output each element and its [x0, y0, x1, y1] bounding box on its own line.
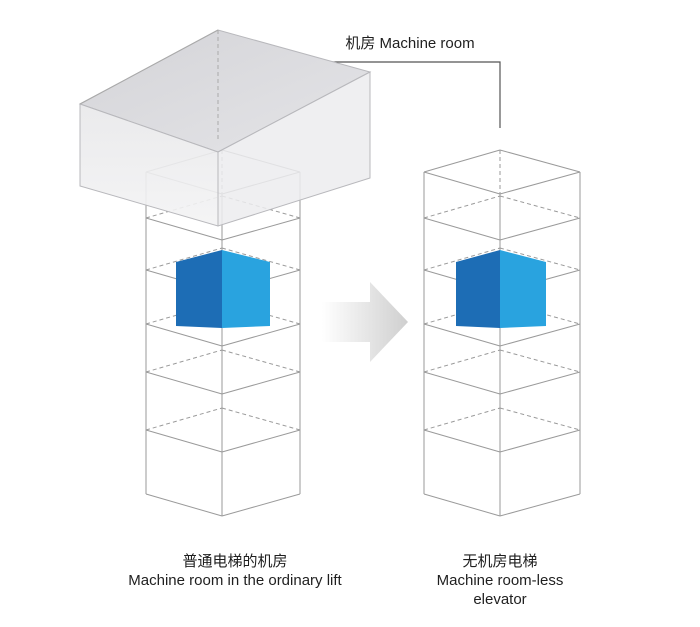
right-elevator-car — [456, 250, 546, 328]
left-caption-en: Machine room in the ordinary lift — [128, 572, 342, 589]
shaft-line — [499, 349, 581, 373]
shaft-line — [499, 195, 581, 219]
shaft-line — [499, 493, 581, 517]
shaft-line — [145, 429, 223, 453]
machine-room-label: 机房 Machine room — [345, 35, 475, 52]
right-caption-zh: 无机房电梯 — [462, 553, 538, 570]
left-elevator-car — [176, 250, 270, 328]
shaft-line — [423, 247, 501, 271]
shaft-line — [221, 371, 301, 395]
shaft-line — [423, 429, 501, 453]
shaft-line — [423, 149, 501, 173]
shaft-line — [145, 247, 223, 271]
shaft-line — [423, 349, 501, 373]
shaft-line — [423, 195, 501, 219]
shaft-line — [499, 407, 581, 431]
shaft-line — [221, 323, 301, 347]
shaft-line — [221, 349, 301, 373]
shaft-line — [499, 371, 581, 395]
shaft-line — [499, 149, 581, 173]
right-caption-en-line2: elevator — [473, 591, 527, 608]
machine-room-box — [78, 29, 372, 227]
shaft-line — [499, 429, 581, 453]
shaft-line — [221, 493, 301, 517]
shaft-line — [423, 371, 501, 395]
shaft-line — [423, 217, 501, 241]
shaft-line — [145, 323, 223, 347]
shaft-line — [221, 217, 301, 241]
right-elevator-shaft — [423, 149, 581, 517]
left-caption: 普通电梯的机房 Machine room in the ordinary lif… — [70, 552, 400, 590]
right-caption: 无机房电梯 Machine room-less elevator — [410, 552, 590, 609]
shaft-line — [423, 171, 501, 195]
shaft-line — [499, 323, 581, 347]
left-caption-zh: 普通电梯的机房 — [182, 553, 288, 570]
shaft-line — [221, 407, 301, 431]
arrow-right-icon — [322, 282, 408, 362]
shaft-line — [145, 493, 223, 517]
shaft-line — [221, 429, 301, 453]
shaft-line — [499, 217, 581, 241]
shaft-line — [145, 407, 223, 431]
shaft-line — [145, 349, 223, 373]
shaft-line — [423, 407, 501, 431]
right-caption-en-line1: Machine room-less — [436, 572, 564, 589]
shaft-line — [499, 171, 581, 195]
shaft-line — [145, 217, 223, 241]
shaft-line — [145, 371, 223, 395]
shaft-line — [423, 323, 501, 347]
shaft-line — [423, 493, 501, 517]
